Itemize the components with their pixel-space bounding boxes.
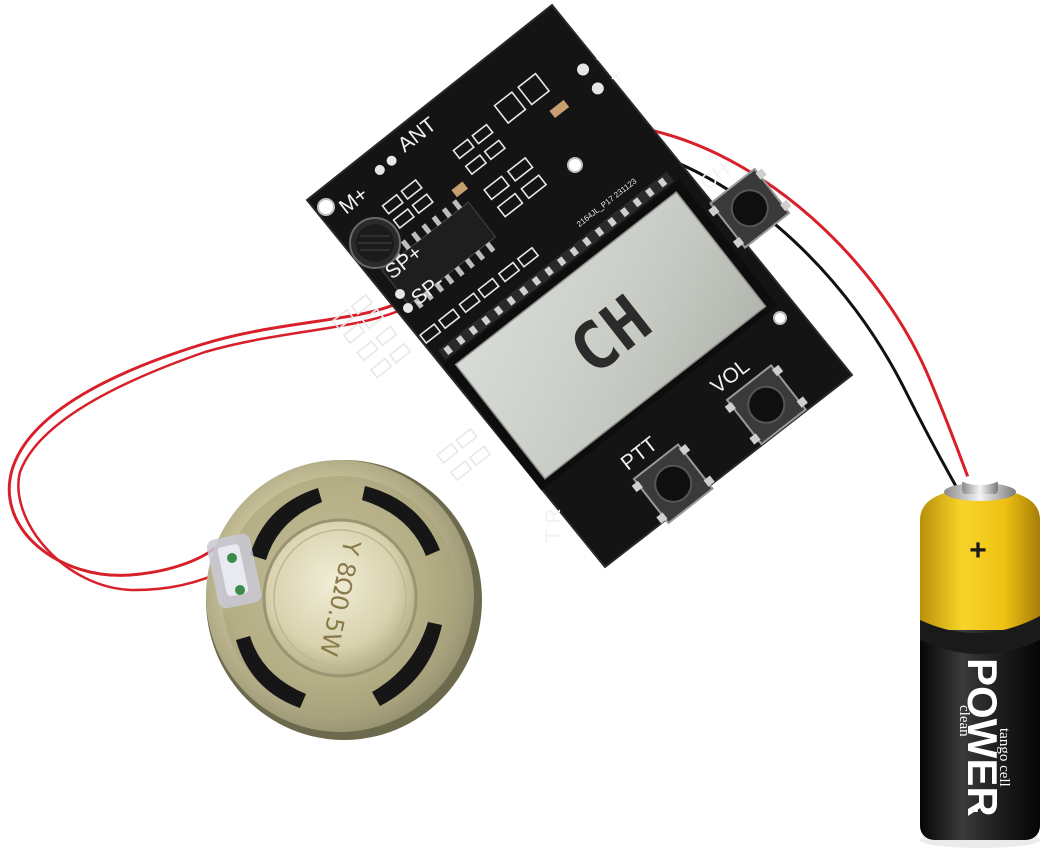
mounting-hole xyxy=(567,157,583,173)
battery-plus-sign: + xyxy=(969,534,987,567)
pad-sp-minus xyxy=(403,303,413,313)
pad-ant xyxy=(374,164,385,175)
pcb-board: CH ANT CH VOL PTT + - 2164JL_P17 231123 xyxy=(305,3,854,569)
battery-subtitle: tango cell xyxy=(996,728,1012,787)
ch-button[interactable] xyxy=(706,165,794,251)
lcd-display: CH xyxy=(442,179,778,491)
pad-sp-plus xyxy=(395,289,405,299)
mounting-hole xyxy=(317,198,335,216)
smd-components xyxy=(331,72,551,482)
mounting-hole xyxy=(773,311,787,325)
speaker-gaskets xyxy=(236,486,442,708)
pad-ant xyxy=(386,155,397,166)
lcd-pin-header xyxy=(438,171,675,360)
pad-plus xyxy=(591,82,604,95)
battery-brand-small: clean xyxy=(956,705,972,737)
battery-brand: POWER xyxy=(959,658,1006,817)
speaker-wires xyxy=(7,300,406,592)
battery-wires xyxy=(635,126,974,491)
label-tr: T R xyxy=(542,509,565,542)
battery: + clean POWER tango cell - xyxy=(920,475,1040,848)
battery-minus-sign: - xyxy=(969,792,979,825)
vol-button[interactable] xyxy=(722,362,810,448)
ptt-button[interactable] xyxy=(629,441,717,527)
pad-minus xyxy=(577,63,590,76)
speaker: Y 8Ω0.5W xyxy=(206,460,482,740)
speaker-tabs xyxy=(206,533,262,609)
microphone xyxy=(349,217,401,269)
